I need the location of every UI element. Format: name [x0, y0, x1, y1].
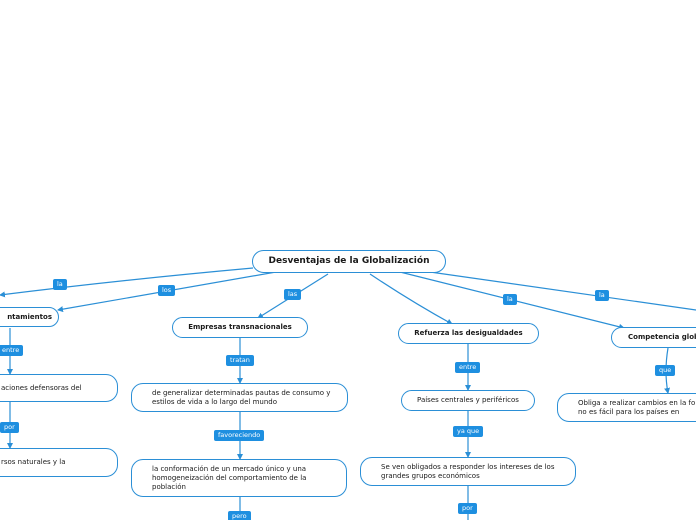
node-pautas[interactable]: de generalizar determinadas pautas de co… — [131, 383, 348, 412]
node-empresas[interactable]: Empresas transnacionales — [172, 317, 308, 338]
link-root-asentamientos — [0, 267, 254, 298]
label-tratan: tratan — [226, 355, 254, 366]
node-competencia[interactable]: Competencia glob — [611, 327, 696, 348]
node-refuerza[interactable]: Refuerza las desigualdades — [398, 323, 539, 344]
label-que: que — [655, 365, 676, 376]
label-entre-left: entre — [0, 345, 24, 356]
link-root-refuerza — [369, 273, 453, 325]
node-mercado[interactable]: la conformación de un mercado único y un… — [131, 459, 347, 497]
label-por-mid: por — [458, 503, 477, 514]
label-por-left: por — [0, 422, 19, 433]
label-la-mid: la — [503, 294, 517, 305]
link-root-far-right — [429, 271, 696, 311]
node-asentamientos[interactable]: ntamientos — [0, 307, 59, 327]
node-obligados[interactable]: Se ven obligados a responder los interes… — [360, 457, 576, 486]
label-favoreciendo: favoreciendo — [214, 430, 265, 441]
root-node[interactable]: Desventajas de la Globalización — [252, 250, 446, 273]
node-recursos[interactable]: rsos naturales y la — [0, 448, 118, 477]
node-organizaciones[interactable]: aciones defensoras del — [0, 374, 118, 402]
label-las: las — [284, 289, 302, 300]
node-obliga[interactable]: Obliga a realizar cambios en la fo que n… — [557, 393, 696, 422]
node-paises[interactable]: Países centrales y periféricos — [401, 390, 535, 411]
label-los: los — [158, 285, 176, 296]
label-pero: pero — [228, 511, 251, 520]
label-la-right: la — [595, 290, 609, 301]
label-entre-mid: entre — [455, 362, 481, 373]
label-la-left: la — [53, 279, 67, 290]
label-ya-que: ya que — [453, 426, 484, 437]
